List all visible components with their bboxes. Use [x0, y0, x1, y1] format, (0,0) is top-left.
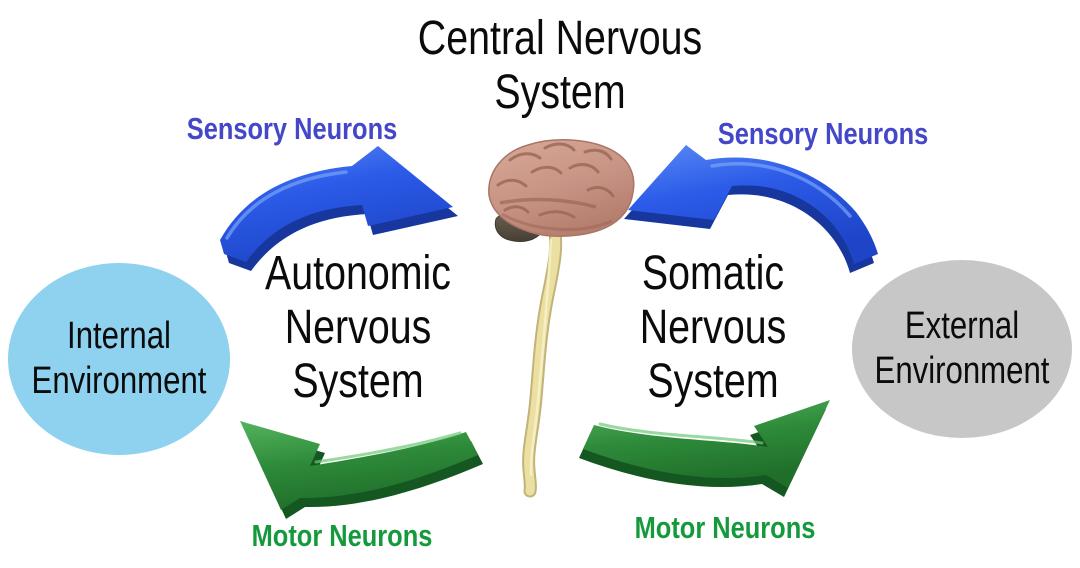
motor-arrow-left-highlight — [314, 431, 462, 464]
page-title: Central Nervous System — [417, 12, 703, 119]
somatic-nervous-system-label: Somatic Nervous System — [639, 247, 787, 408]
brain-gyri — [496, 142, 615, 219]
sensory-arrow-left-face — [220, 146, 453, 262]
sensory-arrow-left-icon — [220, 146, 458, 271]
spinal-cord — [524, 218, 561, 496]
brain-temporal-crease — [499, 197, 597, 209]
motor-neurons-label-left: Motor Neurons — [251, 518, 433, 553]
motor-arrow-right-highlight — [598, 422, 764, 445]
sensory-arrow-right-highlight — [710, 162, 852, 218]
motor-arrow-right-face — [583, 400, 830, 488]
internal-environment-label: Internal Environment — [31, 315, 207, 402]
internal-environment-node: Internal Environment — [8, 263, 230, 455]
sensory-neurons-label-right: Sensory Neurons — [717, 116, 929, 151]
spinal-cord-highlight — [529, 238, 553, 477]
brain-lower-shade — [501, 212, 613, 231]
brain-spinal-cord-icon — [488, 139, 635, 498]
motor-arrow-right-icon — [579, 400, 830, 497]
sensory-arrow-right-icon — [624, 145, 878, 273]
sensory-arrow-right-face — [628, 145, 878, 264]
motor-arrow-left-icon — [240, 421, 483, 519]
external-environment-label: External Environment — [874, 305, 1050, 392]
sensory-neurons-label-left: Sensory Neurons — [186, 111, 398, 146]
motor-neurons-label-right: Motor Neurons — [634, 510, 816, 545]
motor-arrow-left-face — [240, 421, 478, 510]
cerebrum — [488, 139, 635, 237]
sensory-arrow-left-highlight — [225, 170, 348, 240]
autonomic-nervous-system-label: Autonomic Nervous System — [265, 247, 451, 408]
external-environment-node: External Environment — [852, 260, 1072, 438]
